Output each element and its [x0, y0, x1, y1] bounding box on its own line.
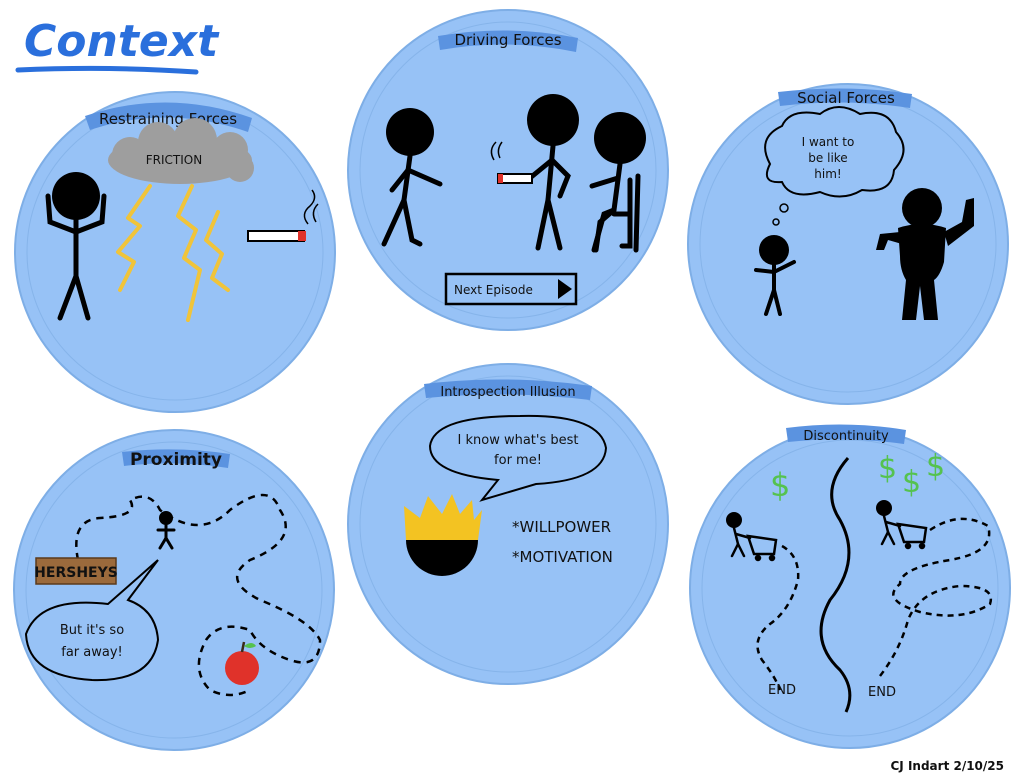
panel-circle	[347, 363, 669, 685]
thought-line-1: I want to	[802, 135, 855, 149]
shopper-right	[876, 500, 928, 550]
panel-introspection-illusion: Introspection Illusion I know what's bes…	[347, 363, 669, 685]
offering-stick-figure	[527, 94, 579, 251]
motivation-item: *MOTIVATION	[512, 548, 613, 566]
panel-heading: Proximity	[130, 450, 222, 470]
panel-proximity: Proximity HERSHEYS But it's so far away!	[13, 429, 335, 751]
speech-line-2: for me!	[494, 453, 542, 468]
thought-line-2: be like	[808, 151, 847, 165]
heading-banner	[122, 449, 230, 468]
walking-stick-figure	[381, 108, 443, 247]
heading-banner	[85, 102, 252, 132]
friction-label: FRICTION	[146, 153, 202, 167]
small-stick-figure	[754, 235, 796, 316]
sitting-stick-figure	[589, 112, 646, 253]
signature: CJ Indart 2/10/25	[891, 759, 1005, 773]
title-underline	[15, 65, 199, 75]
storm-cloud: FRICTION	[108, 118, 254, 184]
crowned-head	[404, 494, 482, 576]
heading-banner	[424, 379, 592, 400]
panel-circle	[14, 91, 336, 413]
end-label-left: END	[768, 683, 796, 698]
panel-heading: Social Forces	[797, 89, 895, 107]
panel-heading: Introspection Illusion	[440, 385, 575, 400]
hersheys-sign: HERSHEYS	[34, 557, 118, 585]
panel-circle	[13, 429, 335, 751]
divider-line	[819, 457, 852, 713]
panel-social-forces: Social Forces I want to be like him!	[687, 83, 1009, 405]
route-right	[879, 517, 993, 677]
speech-bubble: But it's so far away!	[24, 559, 160, 682]
heading-banner	[778, 88, 912, 108]
shopper-left	[726, 512, 778, 562]
money-icon-3: $	[926, 449, 945, 484]
end-label-right: END	[868, 685, 896, 700]
speech-line-2: far away!	[61, 645, 123, 660]
stressed-stick-figure	[45, 172, 107, 321]
hersheys-label: HERSHEYS	[34, 565, 118, 581]
panel-circle	[347, 9, 669, 331]
panel-heading: Discontinuity	[803, 429, 889, 444]
cigarette-icon	[247, 189, 319, 242]
play-arrow-icon	[558, 279, 572, 299]
speech-bubble: I know what's best for me!	[428, 414, 608, 502]
tiny-stick-figure	[156, 511, 176, 550]
willpower-item: *WILLPOWER	[512, 518, 611, 536]
next-episode-label: Next Episode	[454, 283, 533, 297]
panel-circle	[687, 83, 1009, 405]
page-title-text: Context	[24, 16, 220, 67]
muscular-figure	[876, 188, 974, 320]
money-icon-left: $	[770, 466, 790, 504]
heading-banner	[438, 30, 578, 52]
money-icon-1: $	[878, 451, 897, 486]
heading-banner	[786, 424, 906, 444]
money-icon-2: $	[902, 465, 921, 500]
thought-bubble: I want to be like him!	[764, 106, 905, 226]
page-title: Context	[15, 16, 220, 75]
panel-heading: Driving Forces	[454, 31, 561, 49]
thought-line-3: him!	[814, 167, 841, 181]
panel-discontinuity: Discontinuity $ $ $ $	[689, 424, 1011, 749]
speech-line-1: But it's so	[60, 623, 124, 638]
apple-icon	[225, 641, 259, 685]
speech-line-1: I know what's best	[458, 433, 579, 448]
route-left	[756, 544, 800, 691]
cigarette-icon	[490, 141, 533, 184]
next-episode-button[interactable]: Next Episode	[444, 272, 578, 306]
panel-driving-forces: Driving Forces	[347, 9, 669, 331]
dashed-route	[75, 493, 322, 697]
panel-restraining-forces: Restraining Forces FRICTION	[14, 91, 336, 413]
lightning-bolts	[116, 184, 230, 322]
